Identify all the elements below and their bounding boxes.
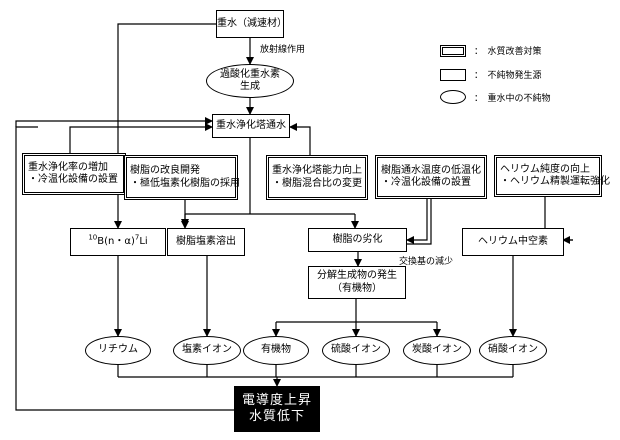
measure-2-line-2: ・極低塩素化樹脂の採用 [130, 177, 240, 189]
legend-measure: ： 水質改善対策 [440, 44, 542, 57]
result-line-1: 電導度上昇 [241, 393, 312, 409]
measure-resin-development: 樹脂の改良開発 ・極低塩素化樹脂の採用 [124, 155, 240, 200]
peroxide-line-1: 過酸化重水素 [220, 68, 280, 80]
legend-impurity-label: ： 重水中の不純物 [474, 93, 551, 104]
result-conductivity: 電導度上昇 水質低下 [234, 386, 320, 432]
arrow-m4-degradation [406, 199, 428, 244]
measure-low-temperature: 樹脂通水温度の低温化 ・冷温化設備の設置 [375, 155, 487, 199]
legend-source-label: ： 不純物発生源 [474, 71, 542, 81]
measure-1-line-2: ・冷温化設備の設置 [28, 174, 118, 185]
legend-measure-label: ： 水質改善対策 [474, 47, 542, 57]
legend-box-icon [440, 68, 466, 81]
source-helium: ヘリウム中空素 [462, 228, 564, 256]
measure-purification-rate: 重水浄化率の増加 ・冷温化設備の設置 [22, 153, 126, 195]
impurity-organic: 有機物 [243, 336, 309, 365]
measure-3-line-1: 重水浄化塔能力向上 [272, 165, 362, 176]
source-resin-degradation: 樹脂の劣化 [308, 228, 407, 252]
node-peroxide: 過酸化重水素 生成 [206, 64, 294, 98]
measure-helium-purity: ヘリウム純度の向上 ・ヘリウム精製運転強化 [494, 155, 610, 197]
arrow-feedback-loop [15, 126, 234, 411]
legend-ellipse-icon [440, 90, 466, 104]
measure-2-line-1: 樹脂の改良開発 [130, 165, 200, 176]
source-resin-chlorine: 樹脂塩素溶出 [167, 228, 245, 256]
measure-4-line-2: ・冷温化設備の設置 [381, 177, 471, 188]
impurity-lithium: リチウム [85, 336, 151, 365]
note-radiation: 放射線作用 [260, 45, 306, 55]
impurity-carbonate-ion: 炭酸イオン [403, 336, 471, 365]
impurity-nitrate-ion: 硝酸イオン [479, 336, 547, 365]
legend-impurity: ： 重水中の不純物 [440, 90, 551, 104]
result-line-2: 水質低下 [248, 409, 305, 424]
node-purification: 重水浄化塔通水 [212, 114, 290, 138]
decomposition-line-2: （有機物） [332, 282, 382, 294]
measure-3-line-2: ・樹脂混合比の変更 [272, 177, 362, 189]
boron-formula: 10B(n・α)7Li [88, 233, 148, 247]
measure-5-line-2: ・ヘリウム精製運転強化 [500, 176, 610, 187]
measure-1-line-1: 重水浄化率の増加 [28, 161, 108, 173]
arrow-m3-purification [289, 123, 311, 155]
node-heavy-water: 重水（減速材） [216, 10, 287, 38]
impurity-sulfate-ion: 硫酸イオン [322, 336, 390, 365]
arrow-m1-purification [69, 123, 213, 153]
measure-5-line-1: ヘリウム純度の向上 [500, 163, 590, 175]
impurity-chloride-ion: 塩素イオン [173, 336, 241, 365]
source-decomposition: 分解生成物の発生 （有機物） [308, 266, 406, 299]
note-exchange-groups: 交換基の減少 [399, 257, 454, 267]
legend-double-box-icon [440, 44, 466, 57]
source-boron: 10B(n・α)7Li [70, 228, 166, 256]
legend-source: ： 不純物発生源 [440, 68, 542, 81]
decomposition-line-1: 分解生成物の発生 [317, 270, 397, 281]
measure-tower-capacity: 重水浄化塔能力向上 ・樹脂混合比の変更 [266, 155, 368, 200]
measure-4-line-1: 樹脂通水温度の低温化 [381, 164, 481, 176]
peroxide-line-2: 生成 [240, 81, 260, 92]
